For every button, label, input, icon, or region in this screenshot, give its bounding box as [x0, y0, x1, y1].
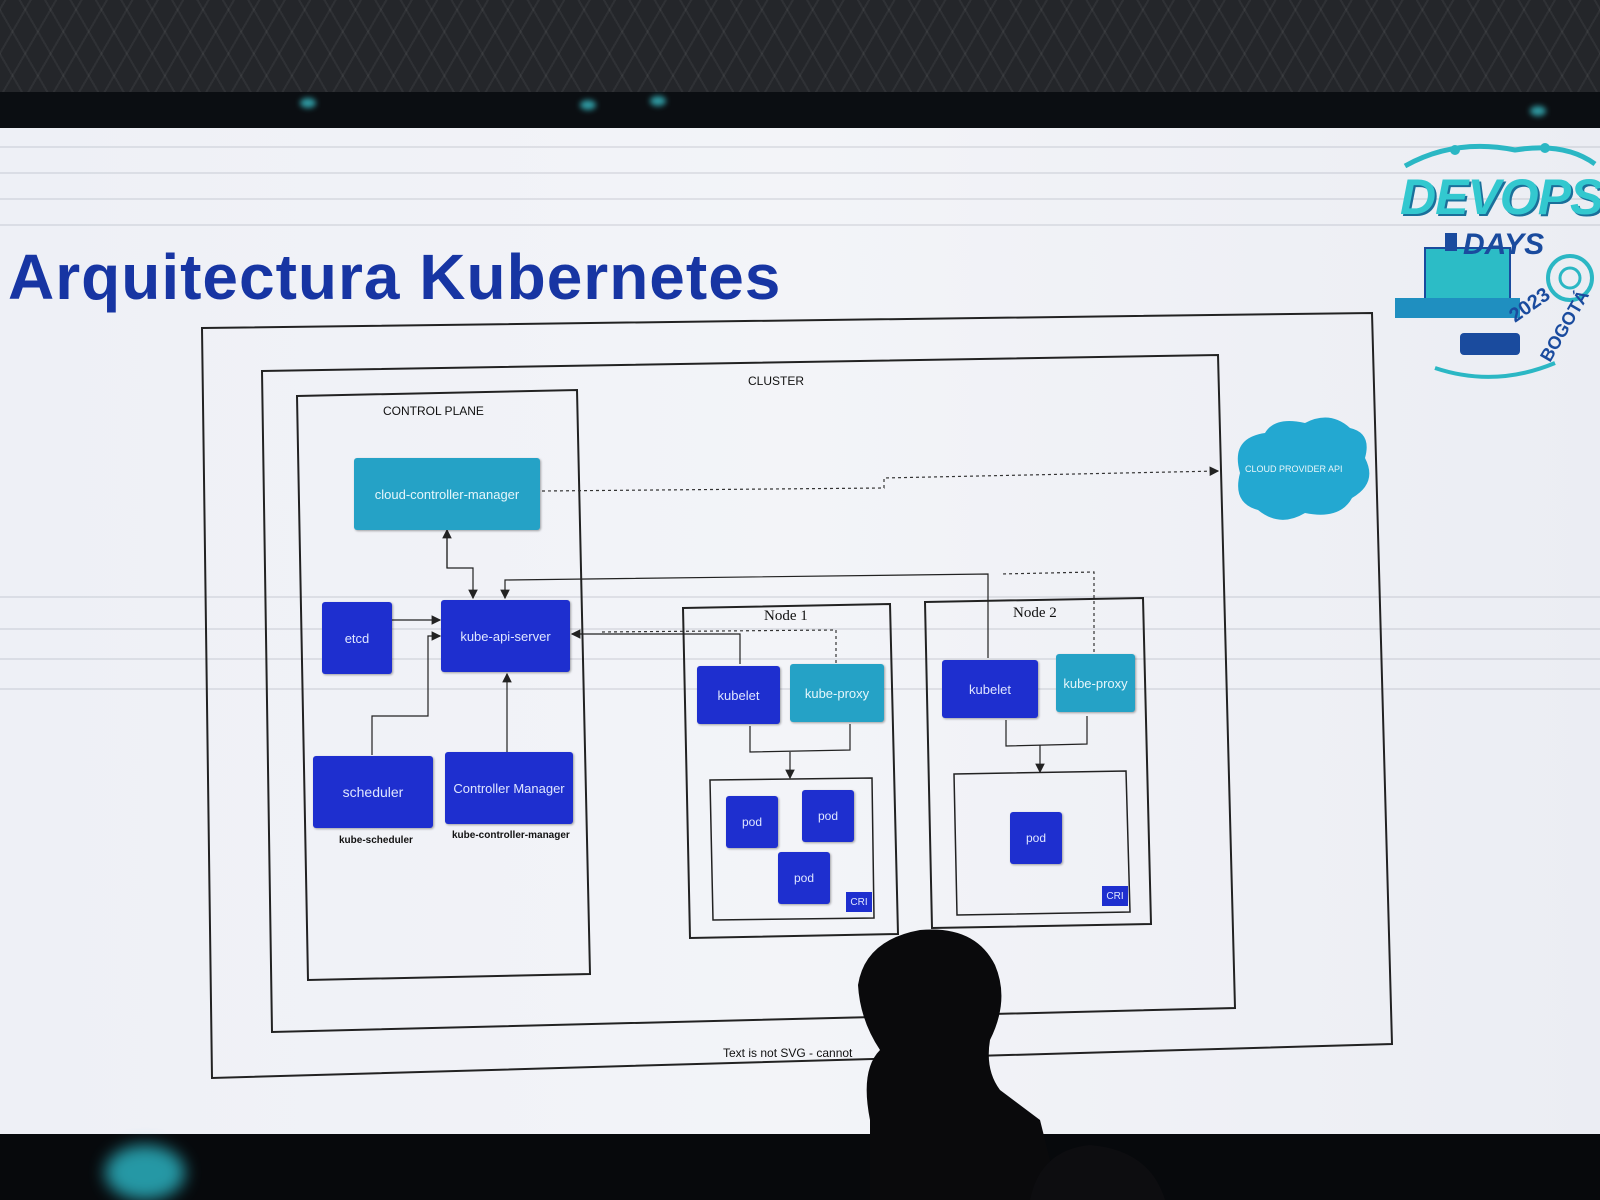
slide-title: Arquitectura Kubernetes: [8, 241, 782, 313]
cloud-provider-shape: [1237, 417, 1370, 520]
cloud-provider-api-label: CLOUD PROVIDER API: [1245, 464, 1343, 474]
control-plane-box: [295, 388, 592, 982]
stage-light: [105, 1145, 185, 1200]
node1-kubelet: kubelet: [697, 666, 780, 724]
svg-warning-text: Text is not SVG - cannot: [723, 1046, 853, 1060]
node1-cri: CRI: [846, 892, 872, 912]
kube-scheduler-label: kube-scheduler: [339, 835, 413, 846]
node1-box: [681, 602, 900, 940]
node1-pod: pod: [726, 796, 778, 848]
devops-days-logo: 2023 BOGOTÁ DEVOPS DAYS: [1395, 138, 1600, 388]
node2-kubelet: kubelet: [942, 660, 1038, 718]
venue-ceiling: [0, 0, 1600, 100]
cluster-box: [260, 353, 1237, 1034]
controller-manager-box: Controller Manager: [445, 752, 573, 824]
node2-kube-proxy: kube-proxy: [1056, 654, 1135, 712]
etcd-box: etcd: [322, 602, 392, 674]
kube-controller-manager-label: kube-controller-manager: [452, 830, 570, 841]
node2-box: [923, 596, 1153, 930]
logo-text: DEVOPS: [1400, 169, 1600, 225]
kube-api-server-box: kube-api-server: [441, 600, 570, 672]
node2-cri: CRI: [1102, 886, 1128, 906]
kubernetes-architecture-diagram: CLUSTER CONTROL PLANE cloud-controller-m…: [0, 128, 1600, 1134]
cloud-controller-manager-box: cloud-controller-manager: [354, 458, 540, 530]
projection-screen: Arquitectura Kubernetes 2023 BOGOTÁ DEVO…: [0, 128, 1600, 1134]
node1-kube-proxy: kube-proxy: [790, 664, 884, 722]
scheduler-box: scheduler: [313, 756, 433, 828]
node1-pod: pod: [778, 852, 830, 904]
cluster-label: CLUSTER: [748, 374, 805, 388]
outer-frame: [200, 311, 1394, 1080]
stage-floor: [0, 1134, 1600, 1200]
node2-pod-area: [953, 770, 1131, 916]
logo-sub: DAYS: [1463, 228, 1545, 261]
control-plane-label: CONTROL PLANE: [383, 404, 484, 418]
node2-pod: pod: [1010, 812, 1062, 864]
node1-pod-area: [709, 777, 875, 921]
node2-title: Node 2: [1013, 605, 1057, 621]
node1-title: Node 1: [764, 608, 808, 624]
node1-pod: pod: [802, 790, 854, 842]
